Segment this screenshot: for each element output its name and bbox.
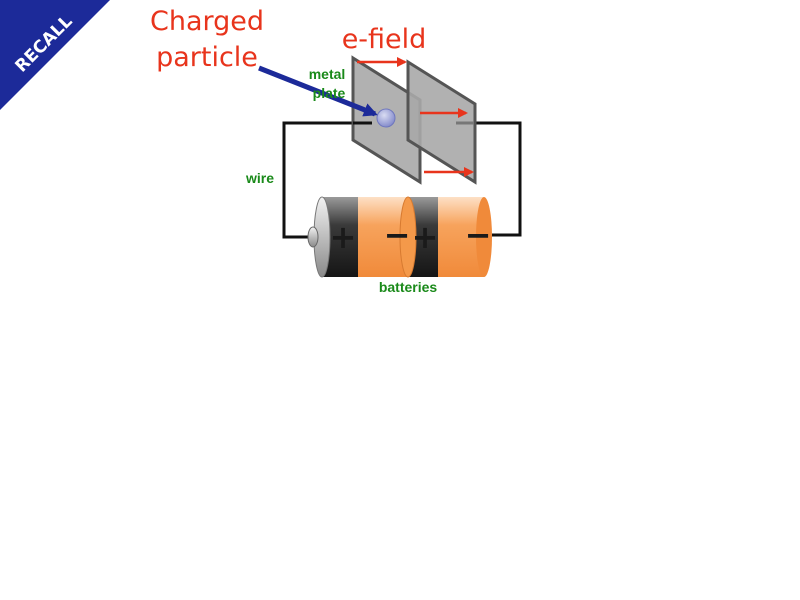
particle-pointer-arrow	[258, 65, 378, 117]
efield-title: e-field	[342, 24, 427, 55]
battery-sign-3: +	[412, 218, 439, 256]
right-metal-plate	[406, 59, 477, 185]
batteries: + − + −	[307, 196, 492, 278]
metal-plate-label-line1: metal	[309, 66, 346, 82]
battery-terminal	[307, 226, 319, 248]
charged-particle-title-line2: particle	[156, 42, 258, 73]
charged-particle-title-line1: Charged	[150, 6, 264, 37]
battery-left	[307, 196, 417, 278]
wire-label: wire	[245, 170, 274, 186]
charged-particle	[376, 108, 396, 128]
circuit-wire	[282, 121, 522, 239]
metal-plate-label-line2: plate	[313, 85, 346, 101]
battery-sign-1: +	[330, 218, 357, 256]
efield-arrows	[357, 57, 474, 177]
batteries-label: batteries	[379, 279, 438, 295]
battery-sign-4: −	[465, 216, 492, 254]
battery-sign-2: −	[384, 216, 411, 254]
recall-banner: RECALL	[0, 0, 110, 110]
